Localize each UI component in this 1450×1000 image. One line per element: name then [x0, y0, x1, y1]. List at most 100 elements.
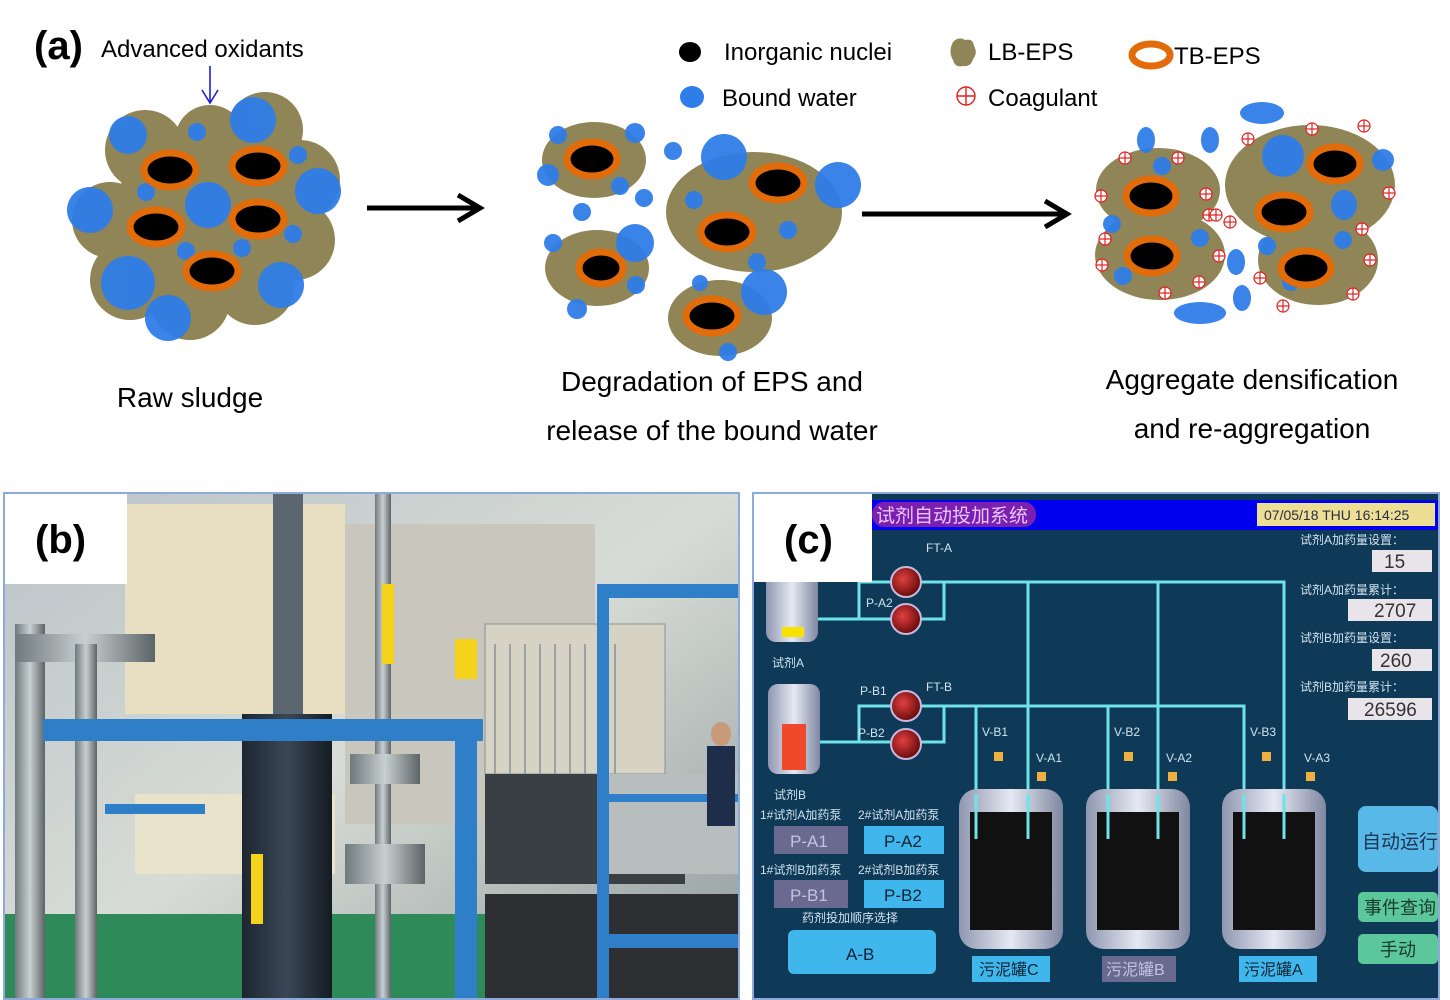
coagulant-icon — [1241, 132, 1255, 146]
pump-label-p-b2: P-B2 — [858, 726, 885, 740]
sludge-tank-c-button[interactable] — [972, 956, 1050, 982]
coagulant-icon — [1346, 287, 1360, 301]
raw-sludge-floc — [67, 92, 341, 341]
event-query-button[interactable] — [1358, 892, 1438, 922]
oxidant-label: Advanced oxidants — [101, 36, 304, 63]
hmi-datetime: 07/05/18 THU 16:14:25 — [1264, 507, 1410, 523]
coagulant-icon — [1171, 151, 1185, 165]
pump-button-p-b1[interactable] — [774, 880, 848, 908]
manual-label: 手动 — [1380, 940, 1416, 960]
sludge-tank-a-button[interactable] — [1239, 956, 1317, 982]
readout-value-3: 26596 — [1364, 700, 1417, 721]
stage-3-caption-line-2: and re-aggregation — [1133, 413, 1371, 444]
flow-label-b: FT-B — [926, 680, 952, 694]
valve-label-v-b1: V-B1 — [982, 725, 1008, 739]
pump-button-p-b2[interactable] — [864, 880, 944, 908]
coagulant-icon — [1095, 258, 1109, 272]
coagulant-icon — [1355, 222, 1369, 236]
reagent-b-level — [782, 724, 806, 770]
readout-value-2: 260 — [1380, 651, 1412, 672]
valve-label-v-a2: V-A2 — [1166, 751, 1192, 765]
hmi-datetime-box — [1257, 503, 1435, 526]
coagulant-icon — [1363, 253, 1377, 267]
coagulant-icon — [1094, 189, 1108, 203]
hmi-title: 试剂自动投加系统 — [876, 505, 1028, 527]
event-query-label: 事件查询 — [1364, 898, 1436, 918]
panel-c-label-box: (c) — [754, 494, 872, 582]
stage-3-caption-line-1: Aggregate densification — [1105, 364, 1399, 395]
legend-lb-eps-label: LB-EPS — [988, 39, 1074, 66]
stage-1-caption: Raw sludge — [116, 382, 264, 413]
pump-button-p-b1-label: P-B1 — [790, 886, 828, 905]
legend-nuclei-icon — [679, 42, 701, 62]
oxidant-arrow-icon — [201, 66, 219, 105]
pump-p-b2-icon — [890, 728, 922, 760]
sequence-value: A-B — [846, 945, 874, 964]
arrow-1-icon — [367, 192, 485, 224]
reagent-b-label: 试剂B — [774, 787, 806, 802]
coagulant-icon — [1199, 187, 1213, 201]
pump-group-label-3: 1#试剂B加药泵 — [760, 862, 841, 877]
valve-v-b2-icon — [1124, 752, 1133, 761]
legend-nuclei-label: Inorganic nuclei — [724, 39, 893, 66]
readout-label-3: 试剂B加药量累计： — [1300, 679, 1404, 694]
coagulant-icon — [1158, 286, 1172, 300]
readout-box-3 — [1348, 698, 1432, 720]
sludge-tank-b-label: 污泥罐B — [1106, 961, 1165, 979]
readout-label-1: 试剂A加药量累计： — [1300, 582, 1404, 597]
pump-group-label-2: 2#试剂A加药泵 — [858, 807, 939, 822]
pump-p-b1-icon — [890, 690, 922, 722]
readout-value-1: 2707 — [1374, 601, 1416, 622]
coagulant-icon — [1223, 215, 1237, 229]
valve-label-v-b3: V-B3 — [1250, 725, 1276, 739]
flow-label-a: FT-A — [926, 541, 952, 555]
auto-run-label: 自动运行 — [1362, 831, 1438, 853]
pump-button-p-a2[interactable] — [864, 826, 944, 854]
readout-label-2: 试剂B加药量设置： — [1300, 630, 1404, 645]
valves — [994, 752, 1315, 781]
coagulant-icon — [1192, 275, 1206, 289]
stage-2-caption-line-1: Degradation of EPS and — [561, 366, 863, 397]
filter-press-photo — [5, 494, 738, 998]
readout-box-2 — [1372, 649, 1432, 671]
coagulant-icon — [1209, 208, 1223, 222]
pump-p-a2-icon — [890, 603, 922, 635]
pump-group-label-1: 1#试剂A加药泵 — [760, 807, 841, 822]
valve-label-v-a3: V-A3 — [1304, 751, 1330, 765]
legend-coagulant-label: Coagulant — [988, 85, 1098, 112]
sludge-tank-c — [959, 789, 1063, 949]
pipe-network-a — [818, 580, 1286, 804]
pump-label-p-b1: P-B1 — [860, 684, 887, 698]
manual-button[interactable] — [1358, 934, 1438, 964]
legend-tb-eps-icon — [1128, 40, 1174, 70]
sludge-tank-b — [1086, 789, 1190, 949]
legend-lb-eps-icon — [950, 38, 976, 67]
sequence-button[interactable] — [788, 930, 936, 974]
valve-v-a2-icon — [1168, 772, 1177, 781]
coagulant-icon — [1118, 151, 1132, 165]
coagulant-icon — [1382, 186, 1396, 200]
auto-run-button[interactable] — [1358, 806, 1438, 872]
valve-label-v-a1: V-A1 — [1036, 751, 1062, 765]
legend-bound-water-label: Bound water — [722, 85, 857, 112]
pipe-network-b — [820, 704, 1246, 794]
coagulant-icon — [1098, 232, 1112, 246]
stage-2-caption-line-2: release of the bound water — [546, 415, 878, 446]
panel-c-label: (c) — [784, 518, 833, 562]
panel-b-label-box: (b) — [5, 494, 127, 584]
sludge-tank-b-button[interactable] — [1102, 956, 1176, 982]
legend-coagulant-icon — [956, 86, 976, 106]
sequence-label: 药剂投加顺序选择 — [802, 910, 898, 925]
pump-button-p-a1[interactable] — [774, 826, 848, 854]
arrow-2-icon — [862, 198, 1072, 230]
panel-c-hmi-screen: 试剂自动投加系统 07/05/18 THU 16:14:25 试剂A 试剂B — [752, 492, 1440, 1000]
readout-label-0: 试剂A加药量设置： — [1300, 532, 1404, 547]
panel-a-label: (a) — [34, 24, 83, 68]
readout-value-0: 15 — [1384, 552, 1405, 573]
panel-b-photo: (b) — [3, 492, 740, 1000]
pump-group-label-4: 2#试剂B加药泵 — [858, 862, 939, 877]
panel-a-diagram — [67, 38, 1396, 361]
coagulant-icon — [1276, 299, 1290, 313]
pump-button-p-a2-label: P-A2 — [884, 832, 922, 851]
coagulant-icon — [1305, 122, 1319, 136]
